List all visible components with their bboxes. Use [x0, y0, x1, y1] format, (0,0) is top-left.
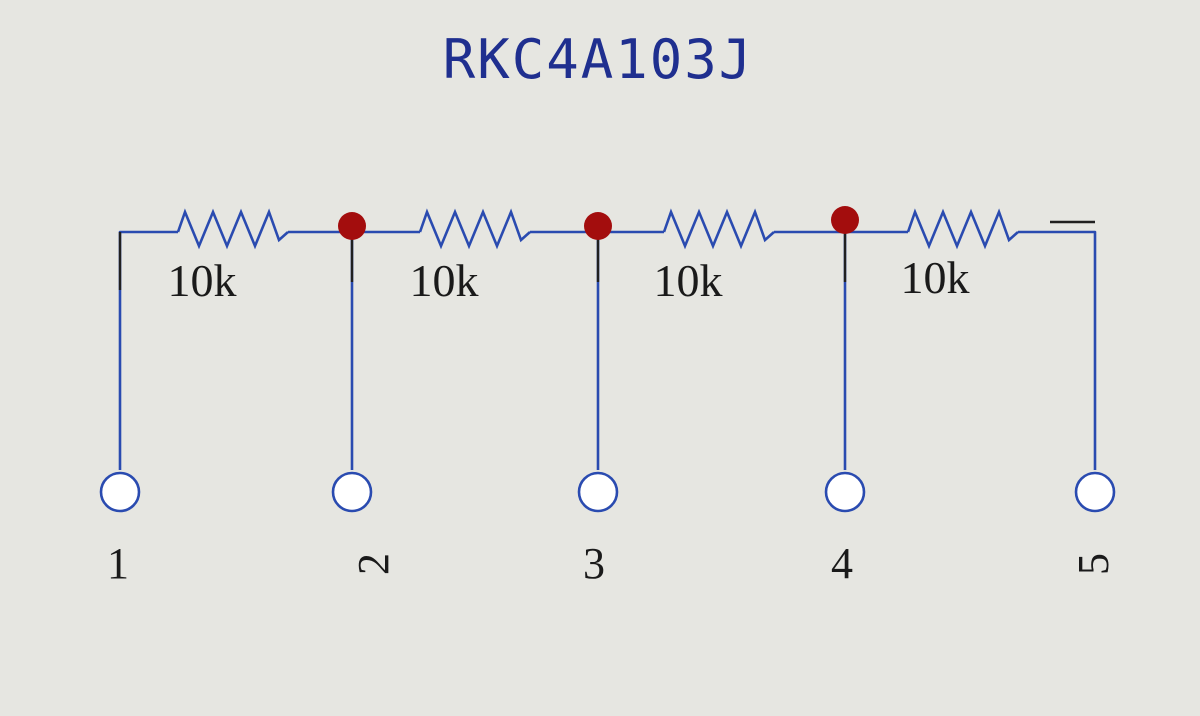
wire-pin5: [1018, 230, 1097, 470]
terminal-pin3: [577, 471, 619, 513]
pin-number-label: 4: [831, 539, 853, 588]
pin-number-label: 5: [1069, 553, 1118, 575]
junctions: [338, 206, 859, 240]
terminal-pin4: [824, 471, 866, 513]
resistor-r1: [176, 208, 289, 250]
resistor-value-label: 10k: [654, 255, 723, 306]
terminal-pin1: [99, 471, 141, 513]
part-number-title: RKC4A103J: [443, 28, 754, 91]
pin-number-label: 2: [349, 553, 398, 575]
terminal-pin5: [1074, 471, 1116, 513]
pin-number-label: 1: [107, 539, 129, 588]
junction-node4: [831, 206, 859, 234]
pin-number-label: 3: [583, 539, 605, 588]
lead-segments: [118, 220, 1095, 290]
terminal-pin2: [331, 471, 373, 513]
junction-node3: [584, 212, 612, 240]
resistor-value-label: 10k: [168, 255, 237, 306]
junction-node2: [338, 212, 366, 240]
resistor-value-label: 10k: [901, 252, 970, 303]
resistors: [176, 208, 1019, 250]
resistor-r3: [662, 208, 775, 250]
pin-terminals: [99, 471, 1116, 513]
resistor-r2: [418, 208, 531, 250]
resistor-r4: [906, 208, 1019, 250]
resistor-value-label: 10k: [410, 255, 479, 306]
